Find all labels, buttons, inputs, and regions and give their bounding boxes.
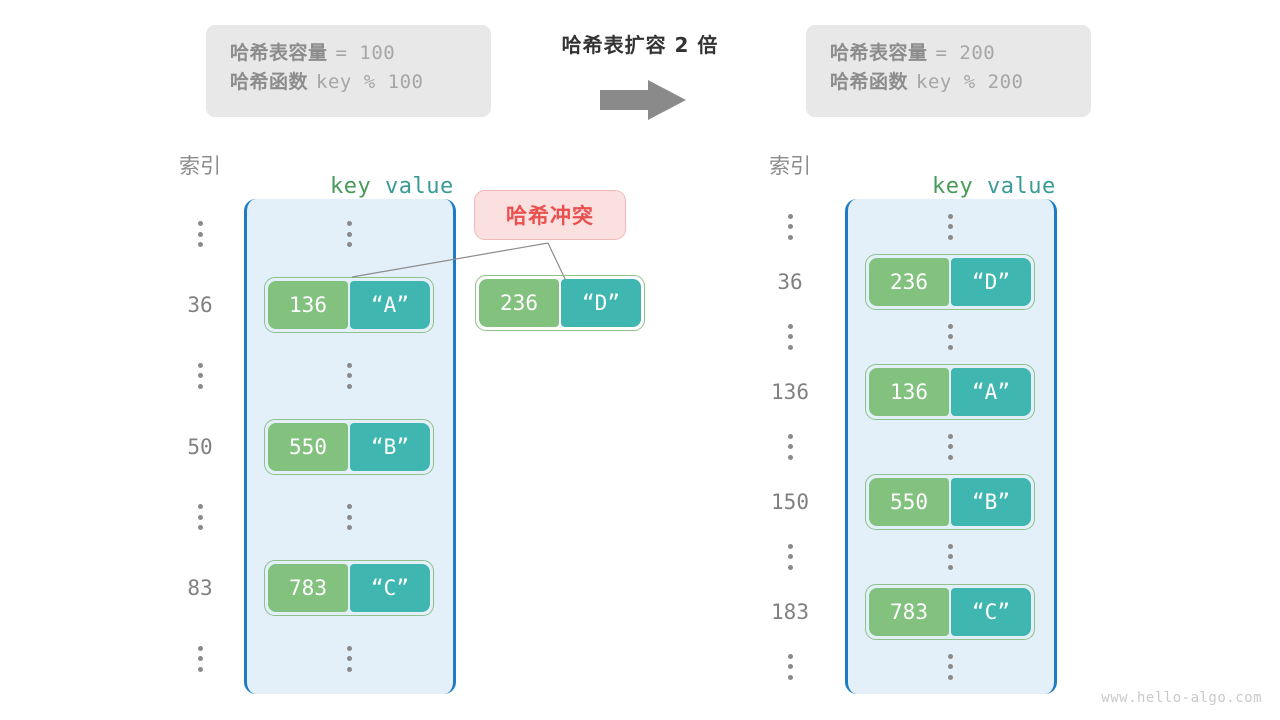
bucket-ellipsis-icon bbox=[339, 221, 359, 248]
pair-value: “B” bbox=[951, 477, 1031, 526]
bucket-ellipsis-icon bbox=[940, 213, 960, 240]
capacity-label-left: 哈希表容量 bbox=[230, 42, 328, 64]
key-value-pair: 783“C” bbox=[264, 559, 434, 616]
index-label: 136 bbox=[771, 379, 809, 404]
key-value-pair: 783“C” bbox=[865, 583, 1035, 640]
key-value-pair: 550“B” bbox=[264, 418, 434, 475]
left-kv-heading: key value bbox=[275, 149, 454, 224]
function-value-left: key % 100 bbox=[316, 71, 424, 94]
watermark: www.hello-algo.com bbox=[1101, 690, 1262, 706]
index-label: 150 bbox=[771, 489, 809, 514]
pair-key: 236 bbox=[869, 257, 949, 306]
bucket-ellipsis-icon bbox=[940, 433, 960, 460]
hash-table-info-right: 哈希表容量 = 200 哈希函数 key % 200 bbox=[806, 25, 1091, 117]
key-value-pair: 136“A” bbox=[865, 363, 1035, 420]
capacity-value-right: = 200 bbox=[935, 42, 996, 64]
bucket-ellipsis-icon bbox=[339, 504, 359, 531]
pair-key: 550 bbox=[268, 422, 348, 471]
pair-key: 136 bbox=[869, 367, 949, 416]
left-value-heading: value bbox=[384, 174, 454, 199]
index-ellipsis-icon bbox=[780, 213, 800, 240]
key-value-pair: 236“D” bbox=[865, 253, 1035, 310]
function-value-right: key % 200 bbox=[916, 71, 1024, 94]
index-ellipsis-icon bbox=[190, 362, 210, 389]
collision-badge: 哈希冲突 bbox=[474, 190, 626, 240]
pair-value: “D” bbox=[951, 257, 1031, 306]
index-ellipsis-icon bbox=[780, 323, 800, 350]
index-label: 83 bbox=[187, 575, 213, 600]
pair-value: “C” bbox=[951, 587, 1031, 636]
hash-table-info-left: 哈希表容量 = 100 哈希函数 key % 100 bbox=[206, 25, 491, 117]
index-ellipsis-icon bbox=[190, 504, 210, 531]
pair-value: “B” bbox=[350, 422, 430, 471]
arrow-right-icon bbox=[600, 80, 686, 120]
right-kv-heading: key value bbox=[877, 149, 1056, 224]
index-ellipsis-icon bbox=[190, 221, 210, 248]
index-ellipsis-icon bbox=[780, 543, 800, 570]
pair-value: “A” bbox=[350, 281, 430, 330]
index-label: 183 bbox=[771, 599, 809, 624]
pair-key: 550 bbox=[869, 477, 949, 526]
key-value-pair: 550“B” bbox=[865, 473, 1035, 530]
bucket-ellipsis-icon bbox=[339, 362, 359, 389]
bucket-ellipsis-icon bbox=[940, 653, 960, 680]
index-label: 50 bbox=[187, 434, 213, 459]
right-key-heading: key bbox=[931, 174, 974, 199]
capacity-line-right: 哈希表容量 = 200 bbox=[830, 39, 1067, 68]
function-label-right: 哈希函数 bbox=[830, 71, 909, 94]
transition-title: 哈希表扩容 2 倍 bbox=[561, 33, 719, 57]
pair-key: 783 bbox=[869, 587, 949, 636]
key-value-pair: 136“A” bbox=[264, 277, 434, 334]
left-key-heading: key bbox=[329, 174, 372, 199]
function-line-right: 哈希函数 key % 200 bbox=[830, 68, 1067, 97]
bucket-ellipsis-icon bbox=[940, 323, 960, 350]
floating-pair-value: “D” bbox=[561, 279, 641, 327]
floating-key-value-pair: 236 “D” bbox=[475, 275, 645, 331]
capacity-value-left: = 100 bbox=[335, 42, 396, 64]
capacity-label-right: 哈希表容量 bbox=[830, 42, 928, 64]
function-label-left: 哈希函数 bbox=[230, 71, 309, 94]
floating-pair-key: 236 bbox=[479, 279, 559, 327]
bucket-ellipsis-icon bbox=[940, 543, 960, 570]
index-ellipsis-icon bbox=[780, 653, 800, 680]
left-index-heading: 索引 bbox=[179, 154, 221, 178]
pair-value: “A” bbox=[951, 367, 1031, 416]
pair-value: “C” bbox=[350, 563, 430, 612]
capacity-line-left: 哈希表容量 = 100 bbox=[230, 39, 467, 68]
pair-key: 136 bbox=[268, 281, 348, 330]
pair-key: 783 bbox=[268, 563, 348, 612]
function-line-left: 哈希函数 key % 100 bbox=[230, 68, 467, 97]
right-value-heading: value bbox=[986, 174, 1056, 199]
index-label: 36 bbox=[777, 269, 803, 294]
right-index-heading: 索引 bbox=[769, 154, 811, 178]
index-label: 36 bbox=[187, 293, 213, 318]
bucket-ellipsis-icon bbox=[339, 645, 359, 672]
index-ellipsis-icon bbox=[190, 645, 210, 672]
index-ellipsis-icon bbox=[780, 433, 800, 460]
